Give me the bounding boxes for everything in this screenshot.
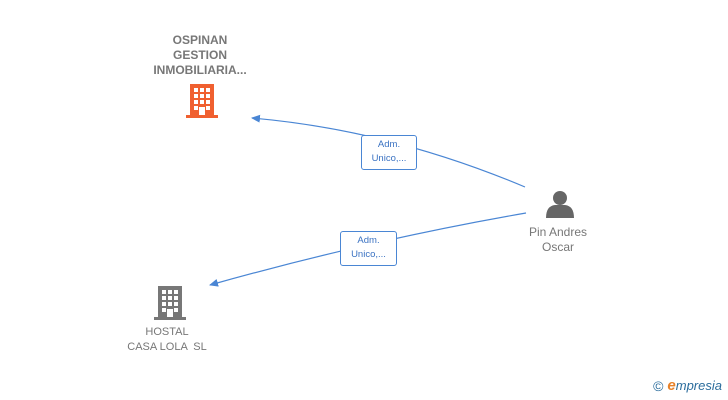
node-label-line: HOSTAL xyxy=(145,326,189,338)
node-label-line: INMOBILIARIA... xyxy=(153,63,247,77)
brand-logo: empresia xyxy=(667,377,722,394)
building-icon xyxy=(186,84,218,118)
brand-initial: e xyxy=(667,377,676,394)
node-label-hostal[interactable]: HOSTAL CASA LOLA SL xyxy=(110,325,224,355)
node-label-line: GESTION xyxy=(172,48,227,62)
person-icon xyxy=(546,191,574,218)
edge-label-line: Adm. xyxy=(377,139,401,150)
copyright-icon: © xyxy=(653,377,664,394)
node-label-person[interactable]: Pin Andres Oscar xyxy=(508,225,608,255)
edge-label-line: Adm. xyxy=(357,235,380,246)
node-label-line: CASA LOLA SL xyxy=(127,341,207,353)
edge-label-hostal[interactable]: Adm. Unico,... xyxy=(340,231,397,266)
edge-label-line: Unico,... xyxy=(371,153,407,164)
edge-label-ospinan[interactable]: Adm. Unico,... xyxy=(361,135,417,170)
building-icon xyxy=(154,286,186,320)
node-label-line: Pin Andres xyxy=(528,225,588,239)
brand-rest: mpresia xyxy=(675,378,722,393)
node-label-line: Oscar xyxy=(541,240,574,254)
edge-label-line: Unico,... xyxy=(351,249,386,260)
empresia-watermark[interactable]: © empresia xyxy=(653,377,722,394)
node-label-ospinan[interactable]: OSPINAN GESTION INMOBILIARIA... xyxy=(132,33,268,78)
node-label-line: OSPINAN xyxy=(172,33,228,47)
